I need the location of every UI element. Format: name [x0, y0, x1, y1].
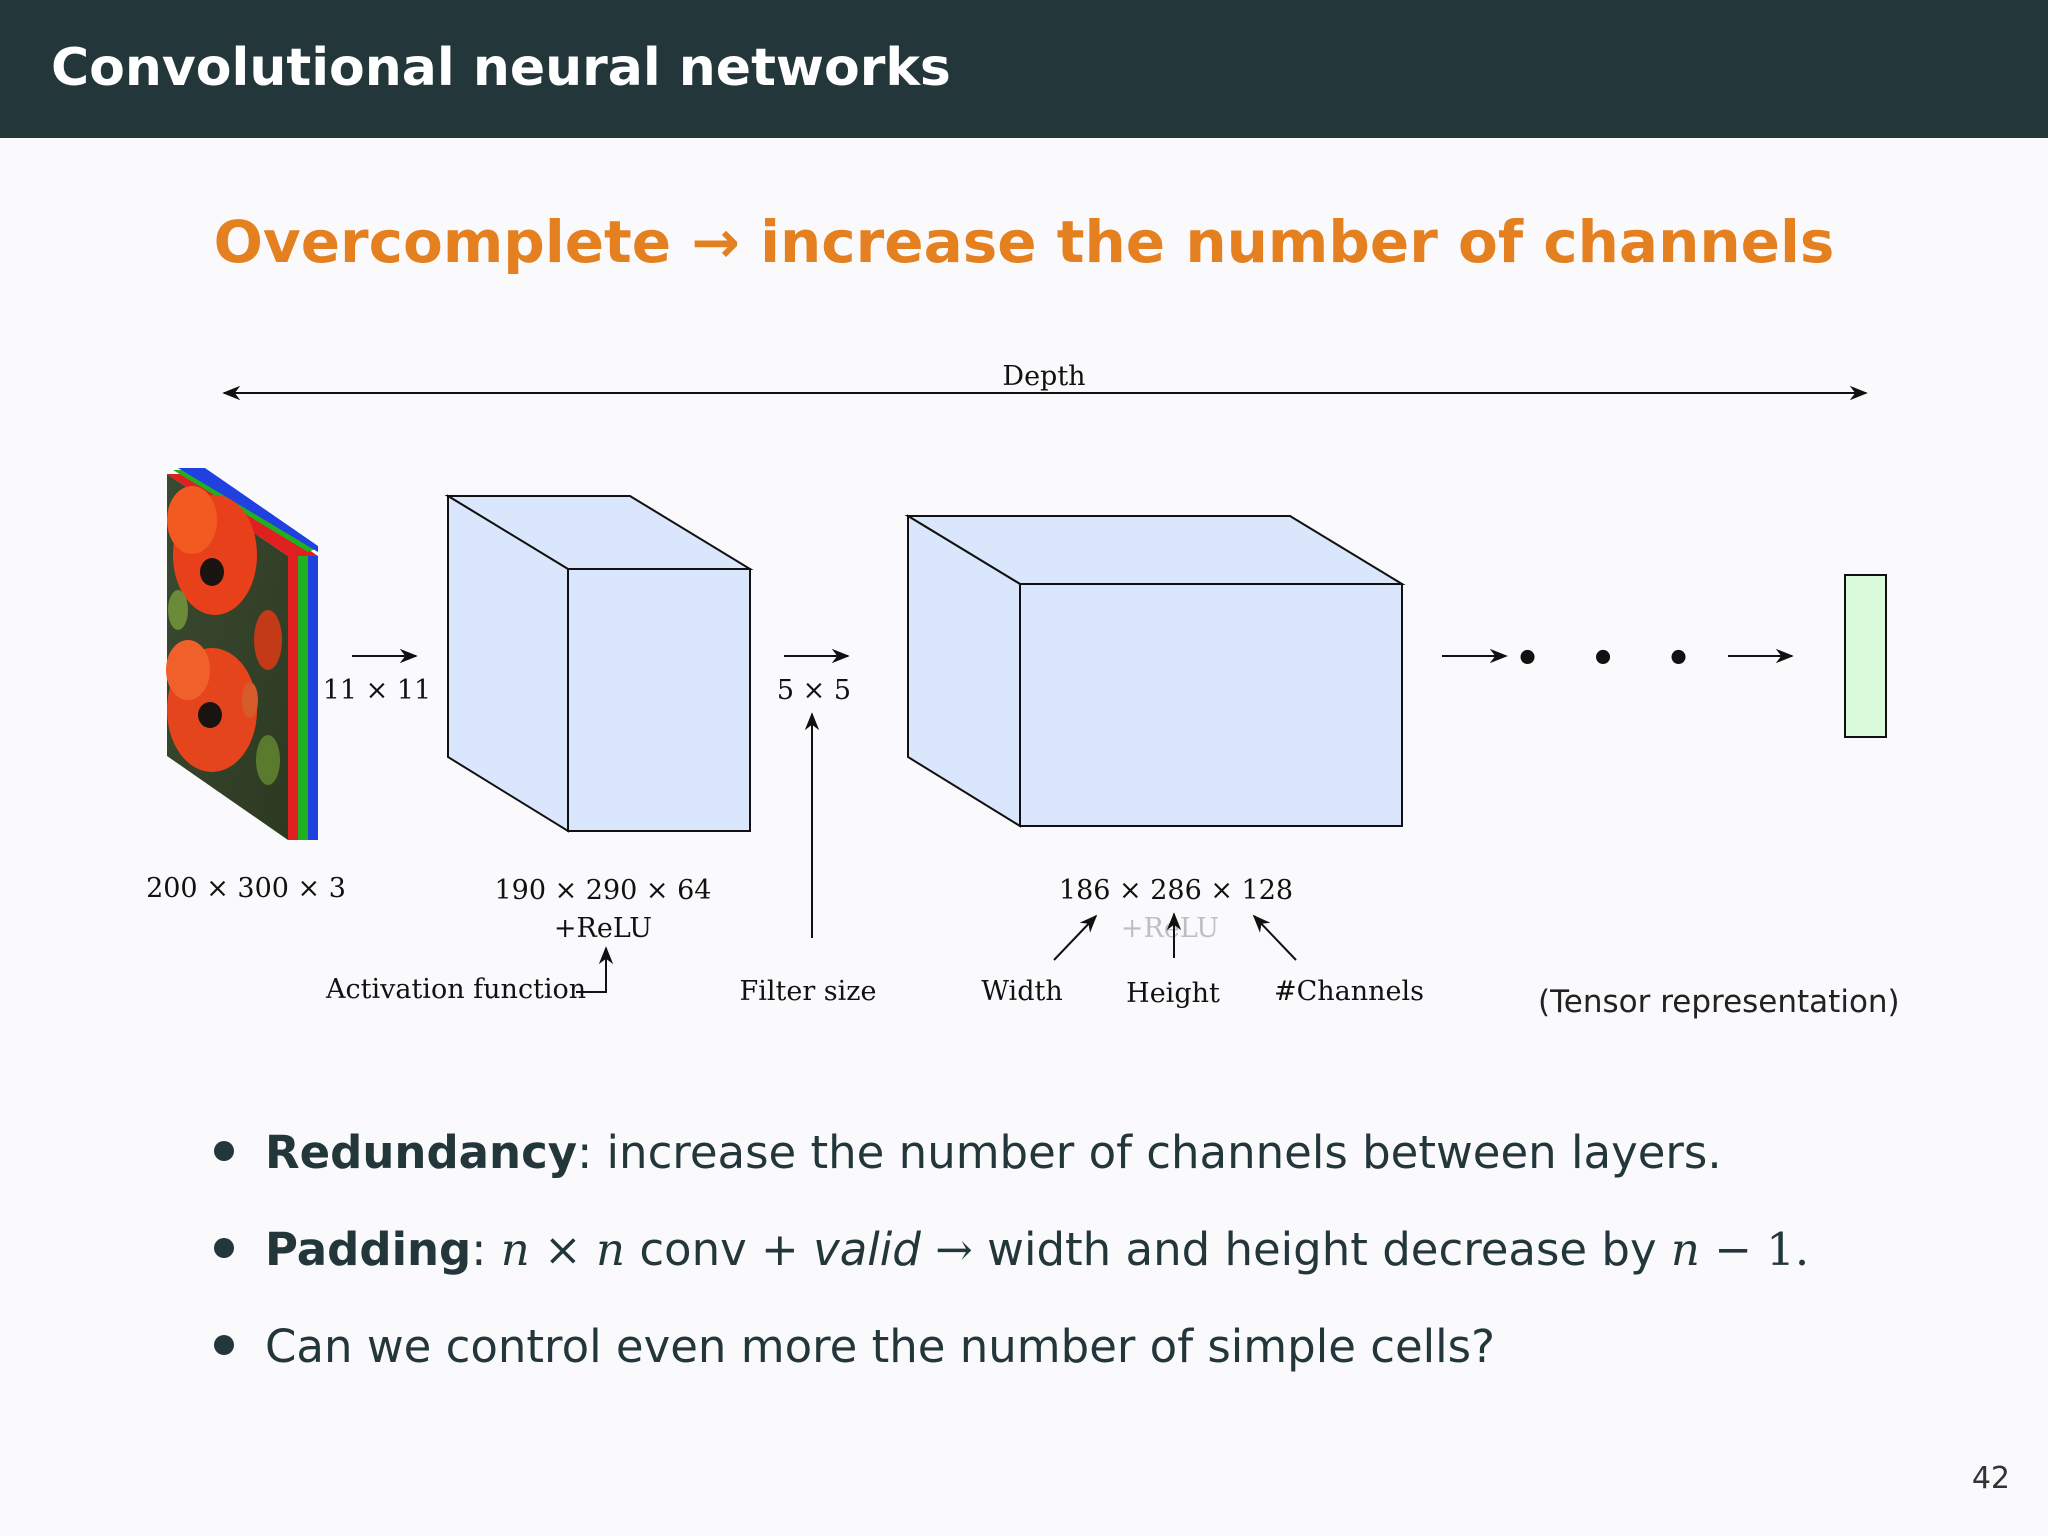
input-size-label: 200 × 300 × 3 [146, 873, 346, 904]
bullet-padding: Padding: n × n conv + valid → width and … [210, 1220, 1809, 1317]
bullet-padding-colon: : [471, 1223, 501, 1276]
conv1-filter-label: 11 × 11 [323, 675, 432, 706]
width-arrow [1053, 914, 1098, 961]
bullet-redundancy-term: Redundancy [265, 1126, 578, 1179]
input-image [166, 468, 318, 840]
slide-title: Convolutional neural networks [51, 38, 951, 98]
conv1-size-label: 190 × 290 × 64 [494, 875, 711, 906]
conv2-activation-label: +ReLU [1121, 913, 1219, 944]
title-bar: Convolutional neural networks [0, 0, 2048, 138]
depth-label: Depth [1002, 361, 1085, 392]
math-n: n [596, 1223, 626, 1276]
filter-size-label: Filter size [739, 976, 876, 1007]
slide-subtitle: Overcomplete → increase the number of ch… [213, 208, 1835, 276]
channels-label: #Channels [1274, 976, 1424, 1007]
bullet-list: Redundancy: increase the number of chann… [210, 1123, 1809, 1414]
math-arrow: → [920, 1223, 988, 1276]
bullet-dot [214, 1238, 234, 1258]
activation-arrow [576, 946, 614, 993]
width-label: Width [981, 976, 1062, 1007]
bullet-question: Can we control even more the number of s… [210, 1317, 1809, 1414]
math-times: × [529, 1223, 597, 1276]
conv2-filter-label: 5 × 5 [777, 675, 851, 706]
tensor-representation-note: (Tensor representation) [1538, 984, 1900, 1020]
page-number: 42 [1971, 1461, 2010, 1496]
bullet-dot [214, 1335, 234, 1355]
feature-map-block-1 [444, 494, 754, 833]
conv2-size-label: 186 × 286 × 128 [1059, 875, 1293, 906]
bullet-padding-valid: valid [813, 1223, 921, 1276]
bullet-redundancy: Redundancy: increase the number of chann… [210, 1123, 1809, 1220]
height-label: Height [1126, 978, 1220, 1009]
output-block [1844, 574, 1887, 738]
ellipsis: • • • [1515, 636, 1710, 682]
channels-arrow [1252, 914, 1297, 961]
bullet-question-text: Can we control even more the number of s… [265, 1320, 1495, 1373]
bullet-padding-conv: conv + [625, 1223, 814, 1276]
bullet-padding-text: width and height decrease by [987, 1223, 1671, 1276]
bullet-dot [214, 1141, 234, 1161]
bullet-redundancy-text: : increase the number of channels betwee… [577, 1126, 1722, 1179]
conv1-activation-label: +ReLU [554, 913, 652, 944]
math-n: n [500, 1223, 530, 1276]
bullet-padding-term: Padding [265, 1223, 472, 1276]
math-n: n [1670, 1223, 1700, 1276]
math-minus-one: − 1. [1699, 1223, 1810, 1276]
activation-function-label: Activation function [325, 974, 586, 1005]
feature-map-block-2 [904, 514, 1406, 828]
